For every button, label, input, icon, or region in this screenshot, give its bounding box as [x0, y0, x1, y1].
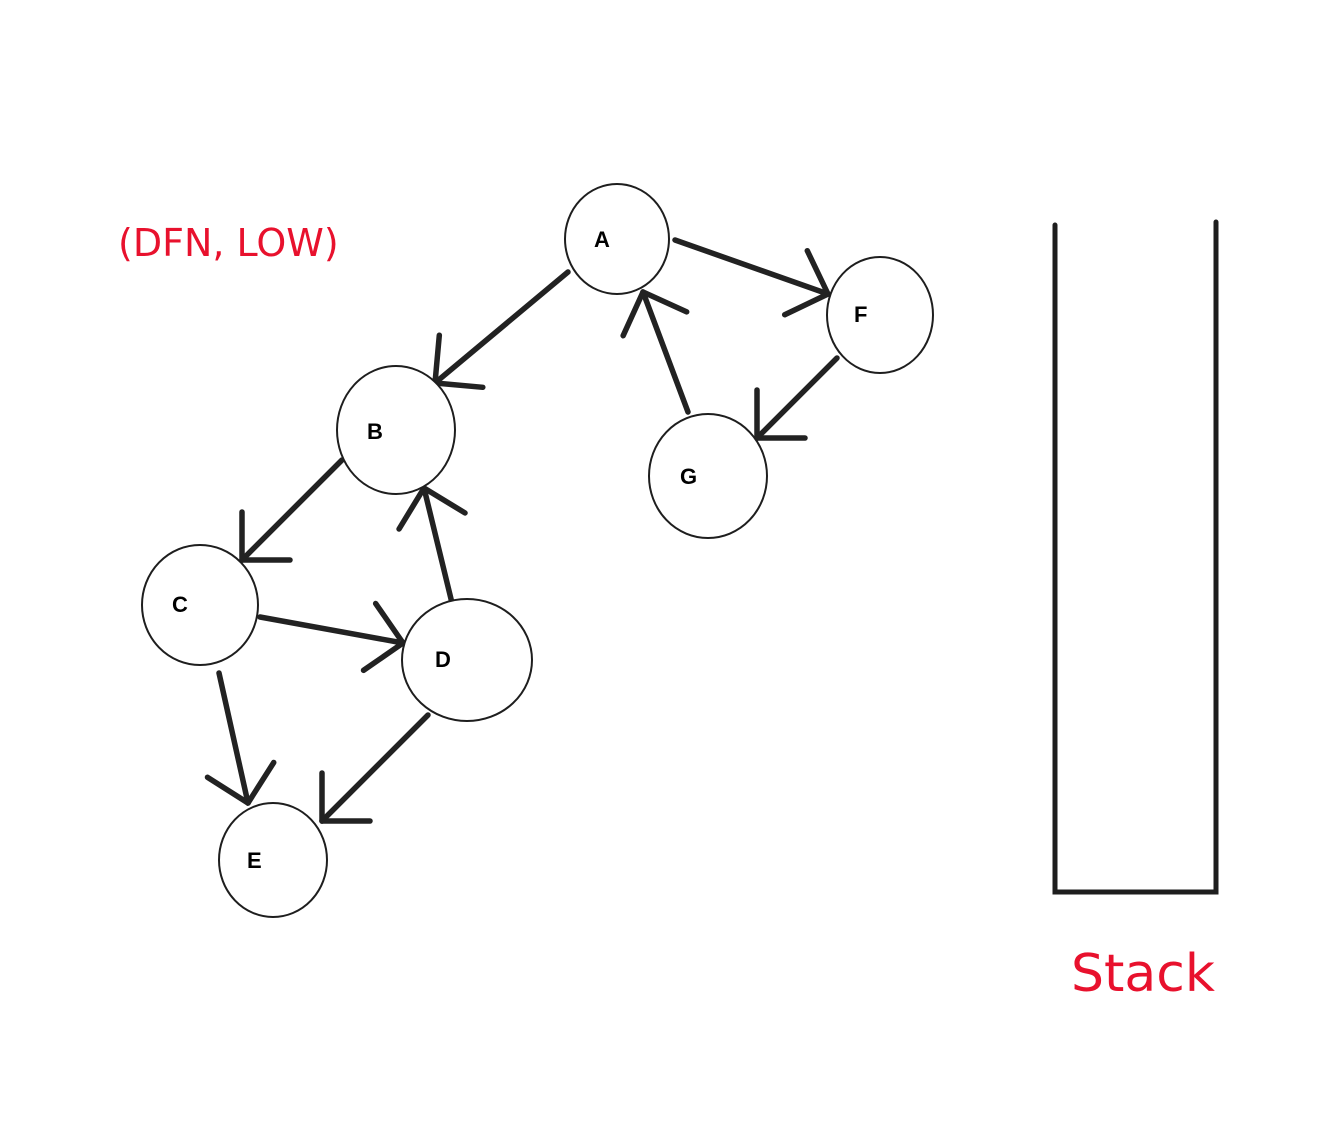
- node-label: D: [435, 647, 451, 672]
- arrowhead-stroke: [421, 485, 468, 516]
- arrowhead-stroke: [804, 247, 831, 297]
- edges-group: [204, 237, 840, 824]
- node-label: B: [367, 419, 383, 444]
- node-b: B: [336, 365, 456, 495]
- edge-d-b: [396, 485, 468, 606]
- edge-line: [239, 457, 345, 563]
- arrowhead-stroke: [245, 759, 277, 806]
- arrowhead-stroke: [620, 289, 646, 339]
- edge-line: [421, 485, 455, 606]
- dfn-low-legend: (DFN, LOW): [118, 221, 339, 265]
- arrowhead-stroke: [396, 485, 427, 532]
- edge-line: [257, 614, 406, 646]
- node-circle: [141, 544, 259, 666]
- node-circle: [564, 183, 670, 295]
- node-circle: [218, 802, 328, 918]
- node-circle: [401, 598, 533, 722]
- edge-b-c: [239, 457, 345, 563]
- edge-a-f: [672, 237, 831, 318]
- arrowhead-stroke: [432, 380, 486, 391]
- edge-a-b: [432, 269, 571, 391]
- node-circle: [336, 365, 456, 495]
- edge-d-e: [319, 712, 431, 824]
- arrowhead-stroke: [781, 291, 831, 318]
- edge-g-a: [620, 289, 691, 415]
- edge-line: [216, 670, 251, 806]
- node-d: D: [401, 598, 533, 722]
- edge-line: [319, 712, 431, 824]
- stack-label: Stack: [1071, 944, 1215, 1004]
- node-label: E: [247, 848, 262, 873]
- edge-c-e: [204, 670, 277, 806]
- node-label: F: [854, 302, 867, 327]
- node-g: G: [648, 413, 768, 539]
- node-label: G: [680, 464, 697, 489]
- edge-line: [672, 237, 831, 297]
- edge-c-d: [257, 600, 406, 674]
- edge-line: [432, 269, 571, 386]
- arrowhead-stroke: [432, 332, 443, 386]
- arrowhead-stroke: [372, 600, 406, 646]
- arrowhead-stroke: [640, 289, 690, 315]
- nodes-group: A B C D E F G: [141, 183, 934, 918]
- arrowhead-stroke: [360, 640, 406, 674]
- node-f: F: [826, 256, 934, 374]
- node-circle: [826, 256, 934, 374]
- edge-f-g: [754, 355, 840, 441]
- edge-line: [754, 355, 840, 441]
- edge-line: [640, 289, 691, 415]
- node-c: C: [141, 544, 259, 666]
- node-e: E: [218, 802, 328, 918]
- node-circle: [648, 413, 768, 539]
- stack-container: [1052, 219, 1219, 895]
- arrowhead-stroke: [204, 774, 251, 806]
- node-label: C: [172, 592, 188, 617]
- stack-outline: [1052, 219, 1219, 895]
- node-label: A: [594, 227, 610, 252]
- node-a: A: [564, 183, 670, 295]
